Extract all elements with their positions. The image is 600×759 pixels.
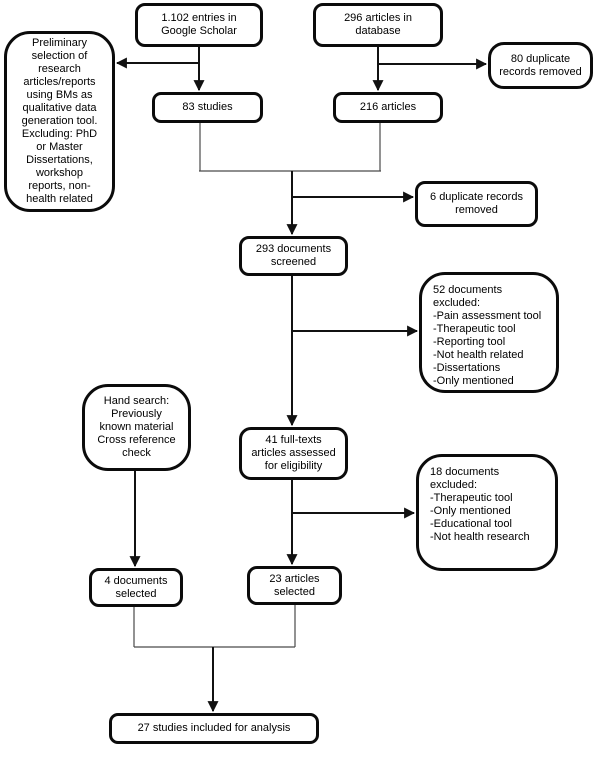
node-80-duplicates-removed: 80 duplicate records removed <box>488 42 593 89</box>
node-216-articles: 216 articles <box>333 92 443 123</box>
node-293-documents-screened: 293 documents screened <box>239 236 348 276</box>
node-database-articles: 296 articles in database <box>313 3 443 47</box>
node-83-studies: 83 studies <box>152 92 263 123</box>
node-23-articles-selected: 23 articles selected <box>247 566 342 605</box>
node-52-documents-excluded: 52 documents excluded: -Pain assessment … <box>419 272 559 393</box>
node-hand-search: Hand search: Previously known material C… <box>82 384 191 471</box>
node-18-documents-excluded: 18 documents excluded: -Therapeutic tool… <box>416 454 558 571</box>
node-41-fulltexts-assessed: 41 full-texts articles assessed for elig… <box>239 427 348 480</box>
node-6-duplicates-removed: 6 duplicate records removed <box>415 181 538 227</box>
node-4-documents-selected: 4 documents selected <box>89 568 183 607</box>
node-google-scholar-entries: 1.102 entries in Google Scholar <box>135 3 263 47</box>
node-preliminary-selection-note: Preliminary selection of research articl… <box>4 31 115 212</box>
node-27-studies-included: 27 studies included for analysis <box>109 713 319 744</box>
